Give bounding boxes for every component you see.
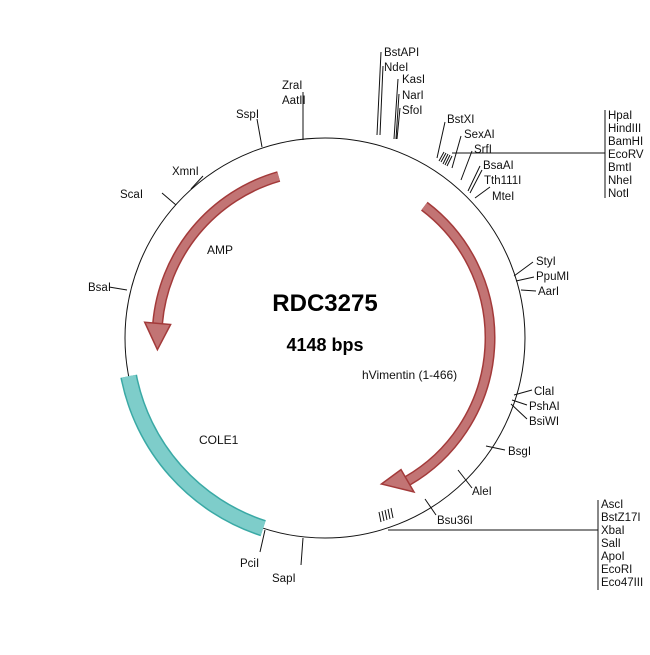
site-label[interactable]: AarI	[538, 286, 559, 298]
site-label[interactable]: XbaI	[601, 525, 625, 537]
cole1-feature[interactable]	[121, 374, 266, 535]
site-label[interactable]: ClaI	[534, 386, 554, 398]
site-label[interactable]: AleI	[472, 486, 492, 498]
site-label[interactable]: BsaI	[88, 282, 111, 294]
vimentin-arrow[interactable]	[379, 201, 496, 494]
site-label[interactable]: EcoRI	[601, 564, 632, 576]
site-label[interactable]: HindIII	[608, 123, 641, 135]
site-label[interactable]: MteI	[492, 191, 514, 203]
site-label[interactable]: AatII	[282, 95, 306, 107]
site-label[interactable]: NheI	[608, 175, 632, 187]
site-label[interactable]: NdeI	[384, 62, 408, 74]
site-label[interactable]: BamHI	[608, 136, 643, 148]
mcs1-site-list: HpaI HindIII BamHI EcoRV BmtI NheI NotI	[608, 110, 644, 200]
site-label[interactable]: ZraI	[282, 80, 302, 92]
site-label[interactable]: Bsu36I	[437, 515, 473, 527]
amp-label: AMP	[207, 243, 233, 257]
site-label[interactable]: KasI	[402, 74, 425, 86]
site-label[interactable]: EcoRV	[608, 149, 644, 161]
site-label[interactable]: SspI	[236, 109, 259, 121]
mcs2-site-list: AscI BstZ17I XbaI SalI ApoI EcoRI Eco47I…	[601, 499, 643, 589]
site-label[interactable]: HpaI	[608, 110, 632, 122]
site-label[interactable]: PciI	[240, 558, 259, 570]
amp-arrow[interactable]	[143, 171, 281, 352]
site-label[interactable]: SrfI	[474, 144, 492, 156]
site-label[interactable]: BstAPI	[384, 47, 419, 59]
site-label[interactable]: SapI	[272, 573, 296, 585]
site-label[interactable]: PpuMI	[536, 271, 569, 283]
site-label[interactable]: AscI	[601, 499, 623, 511]
site-label[interactable]: BsgI	[508, 446, 531, 458]
site-label[interactable]: SalI	[601, 538, 621, 550]
site-label[interactable]: BsaAI	[483, 160, 514, 172]
site-label[interactable]: Tth111I	[484, 175, 521, 187]
cole1-outline	[120, 374, 266, 537]
site-label[interactable]: ScaI	[120, 189, 143, 201]
site-label[interactable]: BstXI	[447, 114, 474, 126]
vimentin-label: hVimentin (1-466)	[362, 368, 457, 382]
site-label[interactable]: SfoI	[402, 105, 422, 117]
site-label[interactable]: Eco47III	[601, 577, 643, 589]
site-label[interactable]: BstZ17I	[601, 512, 641, 524]
site-label[interactable]: ApoI	[601, 551, 625, 563]
site-label[interactable]: NarI	[402, 90, 424, 102]
plasmid-name: RDC3275	[272, 290, 377, 317]
site-label[interactable]: XmnI	[172, 166, 199, 178]
plasmid-size: 4148 bps	[286, 335, 363, 355]
site-label[interactable]: SexAI	[464, 129, 495, 141]
site-label[interactable]: PshAI	[529, 401, 560, 413]
backbone-circle	[124, 137, 526, 539]
site-label[interactable]: StyI	[536, 256, 556, 268]
site-label[interactable]: NotI	[608, 188, 629, 200]
site-label[interactable]: BsiWI	[529, 416, 559, 428]
cole1-label: COLE1	[199, 433, 239, 447]
site-label[interactable]: BmtI	[608, 162, 632, 174]
